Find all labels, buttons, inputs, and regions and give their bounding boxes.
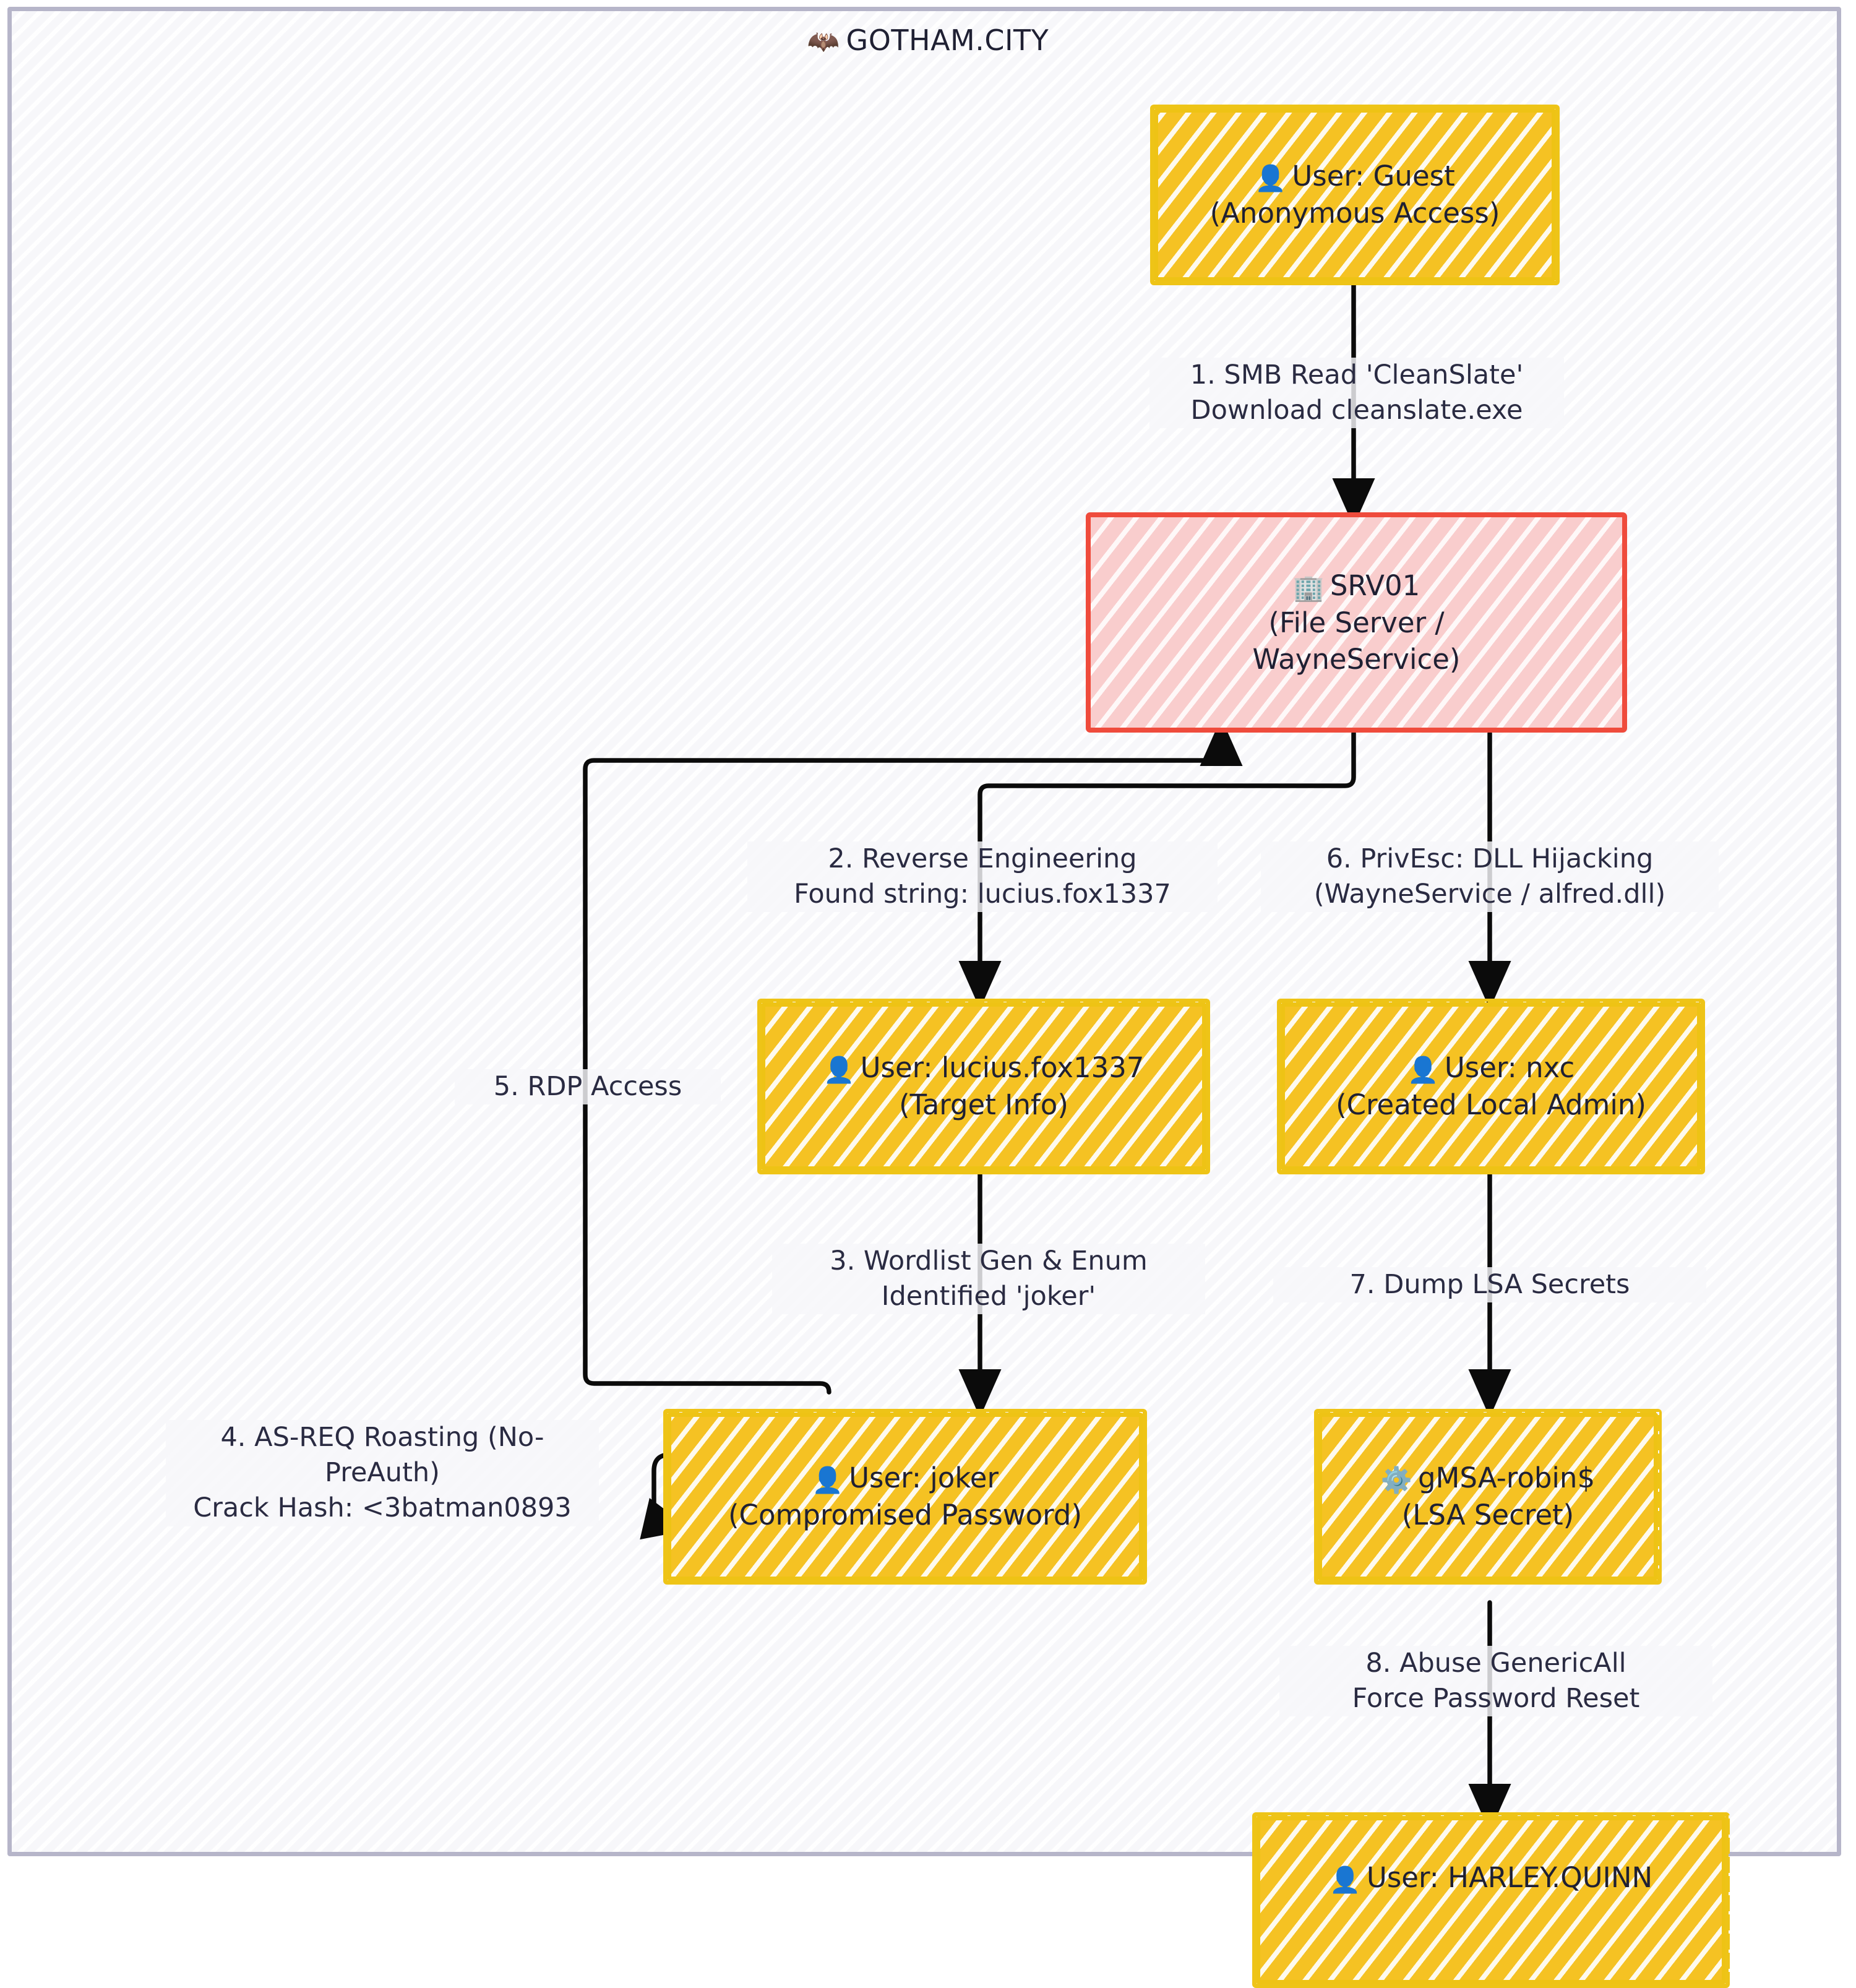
edge-label-7: 7. Dump LSA Secrets — [1273, 1267, 1706, 1303]
edge-label-8: 8. Abuse GenericAll Force Password Reset — [1279, 1646, 1712, 1717]
office-building-icon: 🏢 — [1292, 572, 1325, 603]
edge-layer — [583, 279, 1511, 1833]
person-icon: 👤 — [823, 1055, 855, 1085]
person-icon: 👤 — [1329, 1865, 1361, 1895]
node-guest-line2: (Anonymous Access) — [1209, 197, 1500, 230]
node-lucius-line1: 👤User: lucius.fox1337 — [823, 1051, 1145, 1085]
person-icon: 👤 — [1255, 163, 1287, 194]
node-user-joker[interactable]: 👤User: joker (Compromised Password) — [667, 1413, 1143, 1581]
edge-label-4: 4. AS-REQ Roasting (No- PreAuth) Crack H… — [166, 1420, 599, 1526]
edge-joker-to-srv01 — [583, 717, 1243, 1395]
node-user-lucius[interactable]: 👤User: lucius.fox1337 (Target Info) — [761, 1002, 1206, 1171]
node-guest-line1: 👤User: Guest — [1255, 160, 1455, 194]
bat-icon: 🦇 — [807, 26, 840, 56]
node-gmsa-line2: (LSA Secret) — [1401, 1499, 1575, 1532]
node-srv01-line2: (File Server / — [1268, 606, 1445, 639]
node-server-srv01[interactable]: 🏢SRV01 (File Server / WayneService) — [1086, 512, 1627, 733]
edge-srv01-to-lucius — [958, 731, 1356, 1010]
node-user-nxc[interactable]: 👤User: nxc (Created Local Admin) — [1281, 1002, 1701, 1171]
node-user-harley[interactable]: 👤User: HARLEY.QUINN — [1256, 1816, 1726, 1984]
node-harley-line1: 👤User: HARLEY.QUINN — [1329, 1861, 1653, 1895]
person-icon: 👤 — [1407, 1055, 1439, 1085]
node-joker-line2: (Compromised Password) — [728, 1499, 1083, 1532]
edge-label-6: 6. PrivEsc: DLL Hijacking (WayneService … — [1261, 841, 1719, 913]
subgraph-gotham-city — [7, 7, 1841, 1856]
person-icon: 👤 — [812, 1465, 844, 1495]
edge-label-2: 2. Reverse Engineering Found string: luc… — [747, 841, 1218, 913]
node-gmsa-line1: ⚙️gMSA-robin$ — [1380, 1461, 1596, 1495]
node-gmsa-robin[interactable]: ⚙️gMSA-robin$ (LSA Secret) — [1318, 1413, 1658, 1581]
edge-label-1: 1. SMB Read 'CleanSlate' Download cleans… — [1149, 358, 1564, 429]
node-srv01-line3: WayneService) — [1252, 643, 1461, 676]
node-nxc-line1: 👤User: nxc — [1407, 1051, 1575, 1085]
edge-label-3: 3. Wordlist Gen & Enum Identified 'joker… — [772, 1244, 1205, 1315]
edge-label-5: 5. RDP Access — [455, 1069, 721, 1105]
gear-icon: ⚙️ — [1380, 1465, 1412, 1495]
node-lucius-line2: (Target Info) — [899, 1088, 1068, 1122]
subgraph-title: 🦇GOTHAM.CITY — [0, 24, 1856, 57]
subgraph-title-label: GOTHAM.CITY — [846, 24, 1049, 57]
node-nxc-line2: (Created Local Admin) — [1336, 1088, 1646, 1122]
node-user-guest[interactable]: 👤User: Guest (Anonymous Access) — [1154, 108, 1556, 282]
edge-joker-self-loop — [640, 1452, 692, 1540]
node-joker-line1: 👤User: joker — [812, 1461, 999, 1495]
node-srv01-line1: 🏢SRV01 — [1292, 569, 1420, 603]
diagram-canvas: 🦇GOTHAM.CITY — [0, 0, 1856, 1856]
